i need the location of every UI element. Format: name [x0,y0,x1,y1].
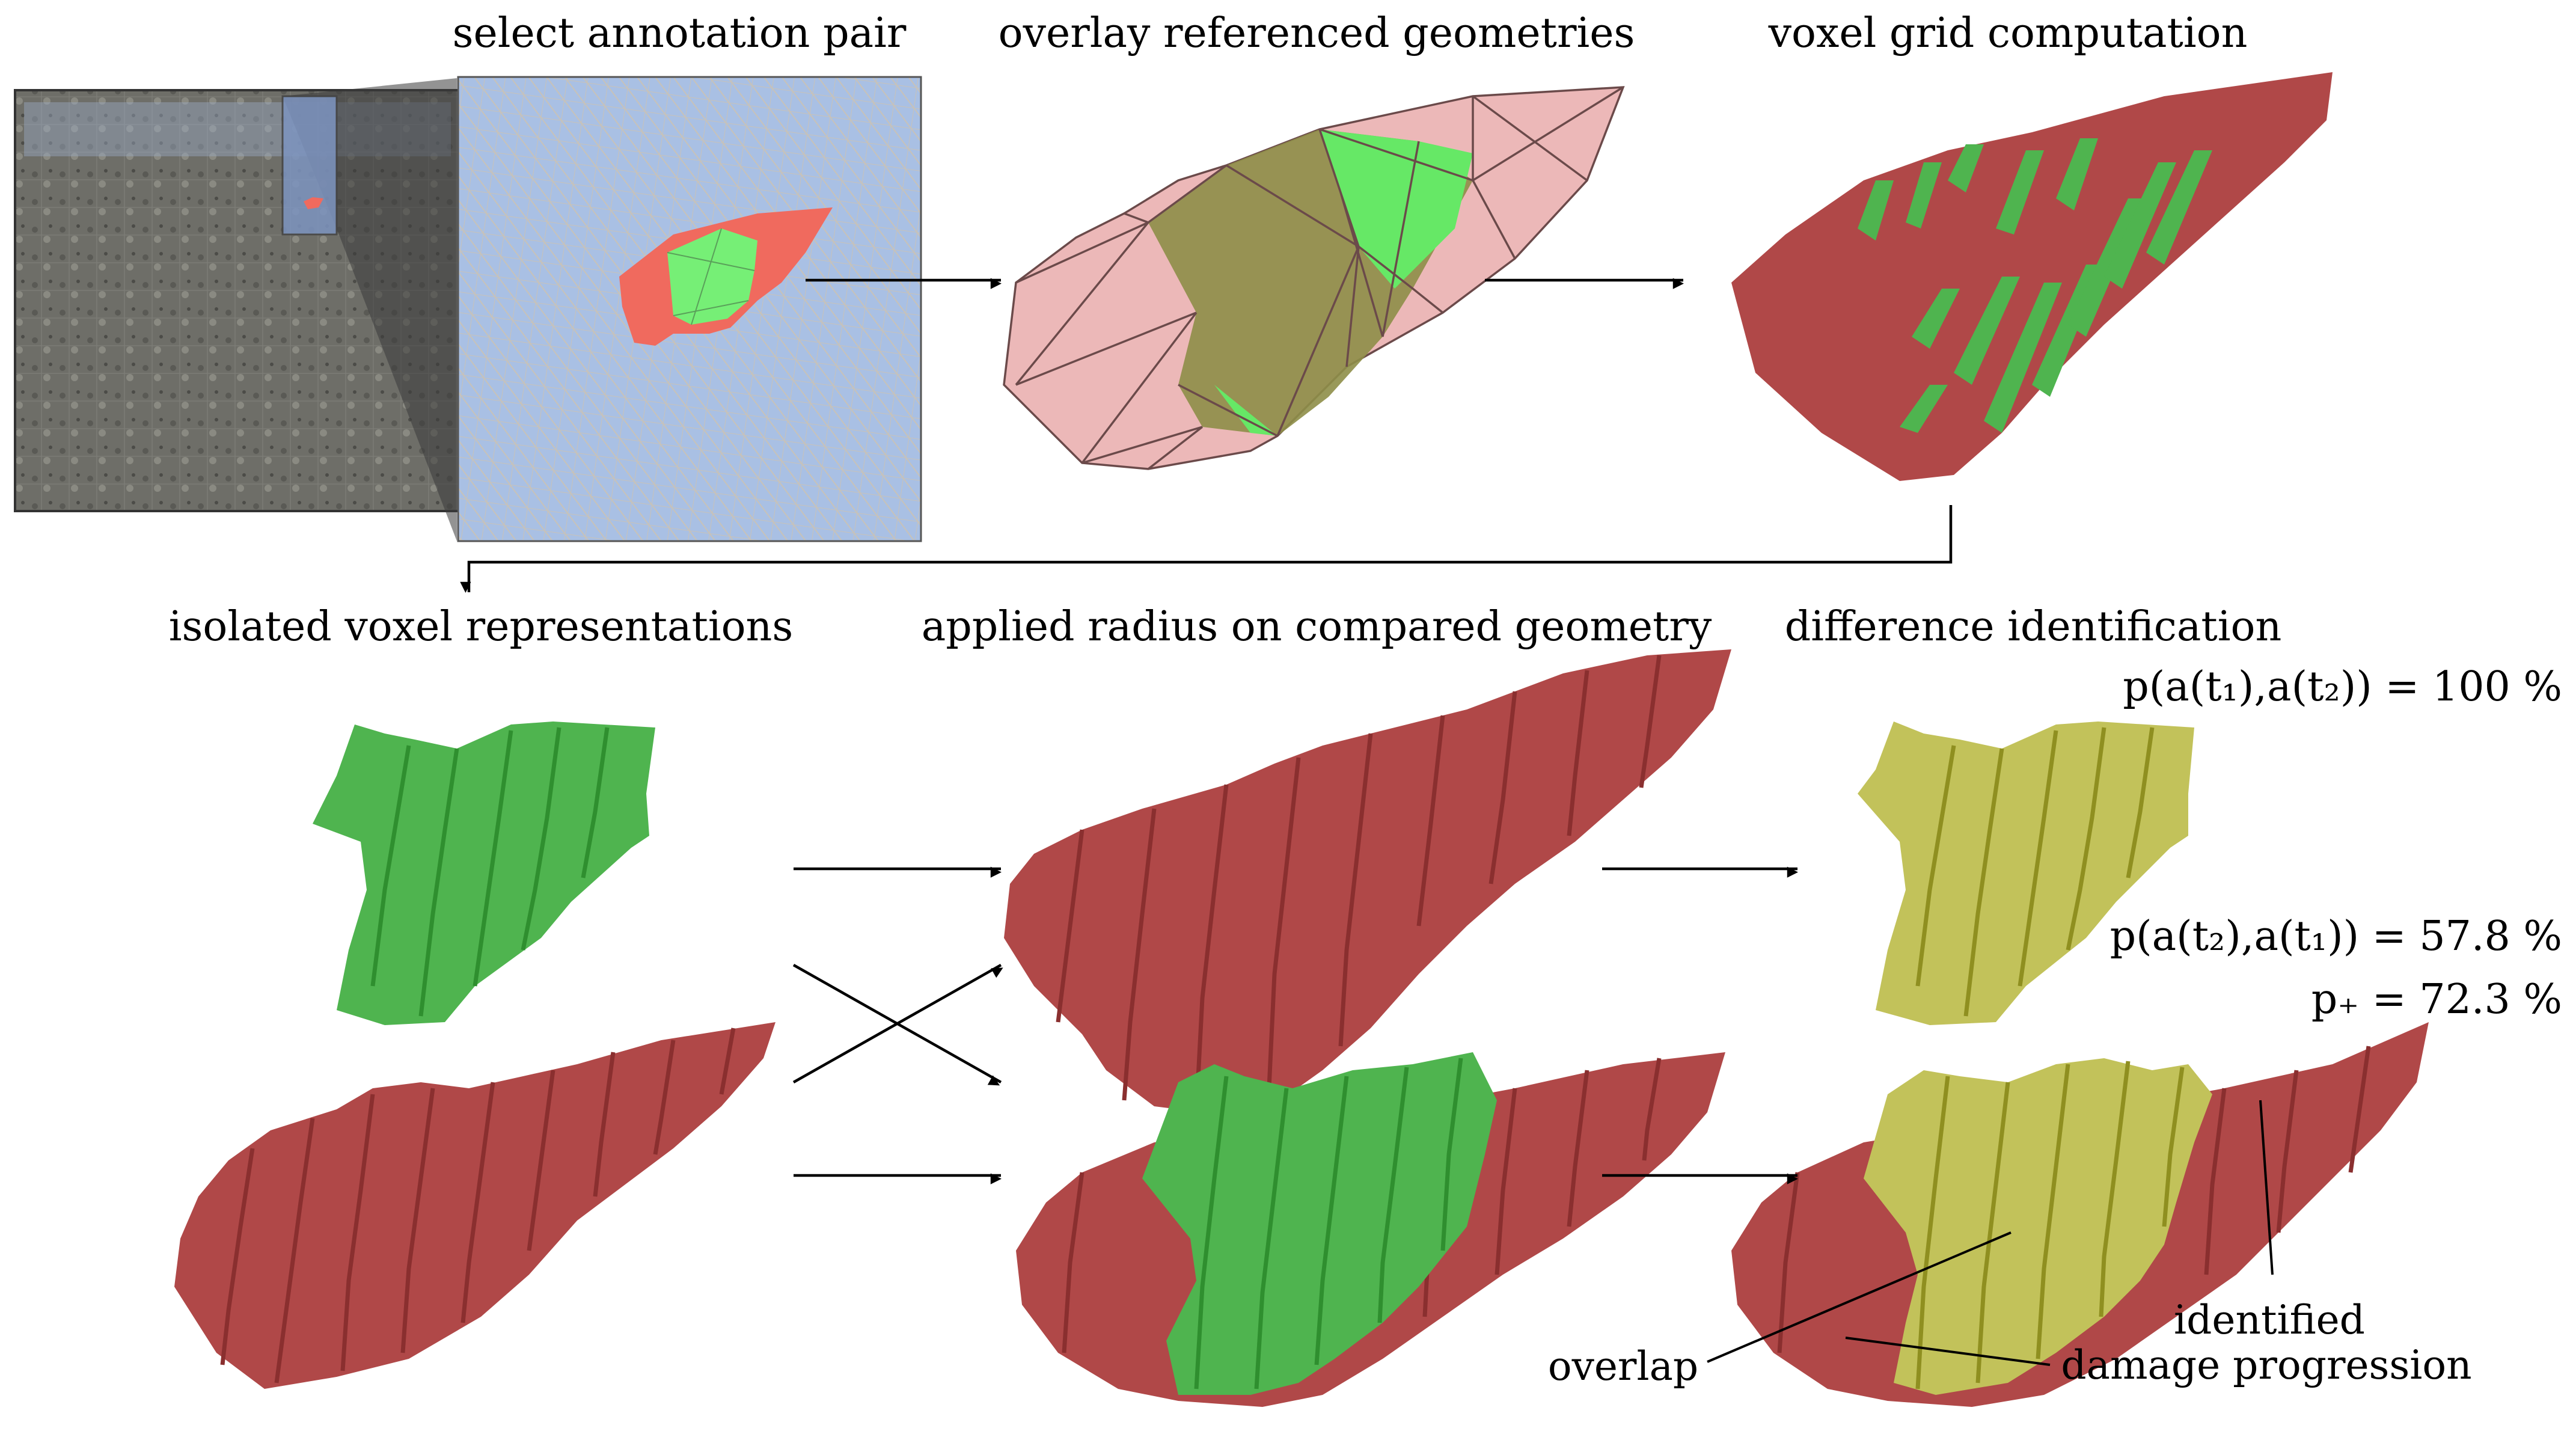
radius-red-voxel [1004,649,1731,1115]
formula-p-t1-t2: p(a(t₁),a(t₂)) = 100 % [2123,663,2562,711]
isolated-green-voxel [313,721,655,1025]
leader-overlap [1707,1231,2012,1363]
label-damage-progression: damage progression [2061,1342,2471,1388]
voxel-green-stripes [1858,138,2212,433]
difference-yellow-voxel [1858,721,2194,1025]
panel-voxel-grid [1731,72,2333,481]
leader-progression-vertical [2259,1100,2274,1275]
annotation-thumbnail [304,197,323,209]
annotation-leaders [1707,1100,2274,1366]
panel-select-annotation-pair [14,76,922,542]
leader-progression-diagonal [1845,1337,2051,1366]
label-overlap: overlap [1548,1343,1698,1389]
annotation-green-region [667,228,757,325]
panel-overlay-geometries [1003,86,1625,470]
zoom-window [281,95,338,236]
heading-isolated-voxels: isolated voxel representations [169,603,793,651]
arrow-voxel-to-isolated [460,505,1953,593]
label-identified: identified [2174,1297,2365,1343]
formula-p-t2-t1: p(a(t₂),a(t₁)) = 57.8 % [2110,913,2562,960]
heading-applied-radius: applied radius on compared geometry [922,603,1712,651]
difference-combined-voxel [1731,1022,2429,1407]
radius-combined-voxel [1016,1052,1725,1407]
heading-select-annotation-pair: select annotation pair [453,10,907,57]
heading-voxel-grid: voxel grid computation [1768,10,2248,57]
arrow-red-to-radius-top [792,964,1003,1083]
heading-difference-identification: difference identification [1785,603,2282,651]
formula-p-plus: p₊ = 72.3 % [2311,976,2562,1023]
voxel-red-base [1731,72,2333,481]
isolated-red-voxel [174,1022,776,1389]
green-mesh [1214,129,1473,436]
heading-overlay-geometries: overlay referenced geometries [999,10,1635,57]
workflow-arrows [460,278,1953,1184]
